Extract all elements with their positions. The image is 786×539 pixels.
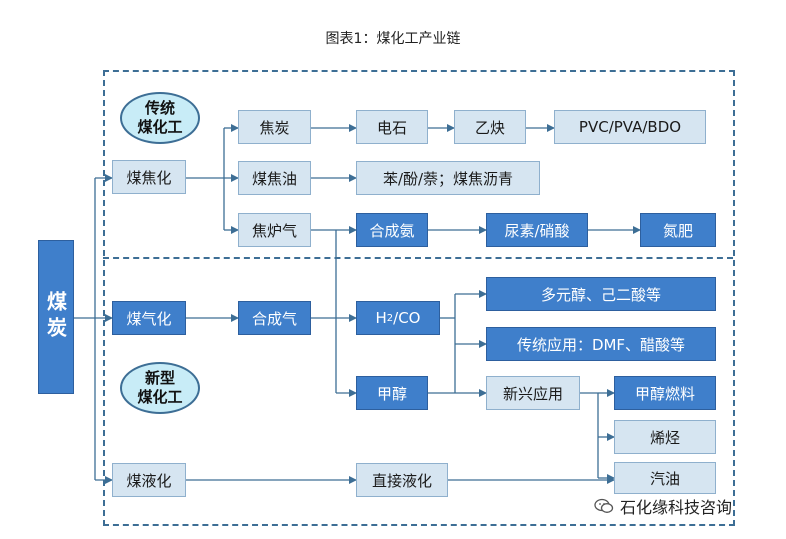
section-divider: [103, 257, 733, 259]
traditional-coal-chemistry-label: 传统 煤化工: [120, 92, 200, 144]
node-olefins: 烯烃: [614, 420, 716, 454]
node-aromatics: 苯/酚/萘；煤焦沥青: [356, 161, 540, 195]
node-methanol: 甲醇: [356, 376, 428, 410]
node-pvc: PVC/PVA/BDO: [554, 110, 706, 144]
source-footer: 石化缘科技咨询: [594, 494, 732, 518]
node-urea-nitric-acid: 尿素/硝酸: [486, 213, 588, 247]
node-gasification: 煤气化: [112, 301, 186, 335]
node-coke-gas: 焦炉气: [238, 213, 311, 247]
node-traditional-apps: 传统应用：DMF、醋酸等: [486, 327, 716, 361]
node-polyols: 多元醇、己二酸等: [486, 277, 716, 311]
node-emerging-apps: 新兴应用: [486, 376, 580, 410]
node-coking: 煤焦化: [112, 160, 186, 194]
node-ammonia: 合成氨: [356, 213, 428, 247]
node-liquefaction: 煤液化: [112, 463, 186, 497]
node-methanol-fuel: 甲醇燃料: [614, 376, 716, 410]
node-carbide: 电石: [356, 110, 428, 144]
h2co-tail: /CO: [393, 309, 421, 327]
node-direct-liquefaction: 直接液化: [356, 463, 448, 497]
node-gasoline: 汽油: [614, 462, 716, 494]
diagram-frame: [103, 70, 735, 526]
new-coal-chemistry-label: 新型 煤化工: [120, 362, 200, 414]
wechat-icon: [594, 498, 614, 513]
node-tar: 煤焦油: [238, 161, 311, 195]
h2co-h: H: [375, 309, 387, 327]
coal-node: 煤炭: [38, 240, 74, 394]
footer-text: 石化缘科技咨询: [620, 498, 733, 517]
node-coke: 焦炭: [238, 110, 311, 144]
figure-title: 图表1：煤化工产业链: [325, 31, 461, 47]
node-acetylene: 乙炔: [454, 110, 526, 144]
node-nitrogen-fertilizer: 氮肥: [640, 213, 716, 247]
h2co-subscript: 2: [386, 312, 394, 324]
node-syngas: 合成气: [238, 301, 311, 335]
